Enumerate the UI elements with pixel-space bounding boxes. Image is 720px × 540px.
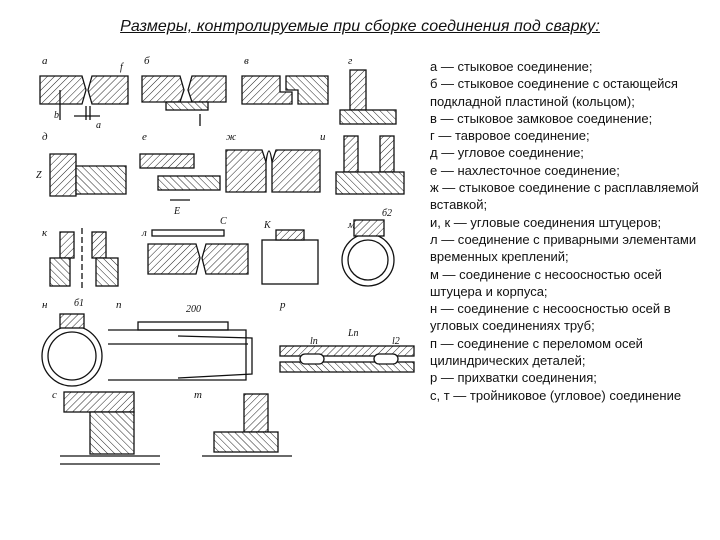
panel-s-figure [60,391,160,465]
panel-label-v: в [244,55,249,67]
panel-n-figure [41,313,103,387]
dim-b: b [54,110,59,121]
panel-i-figure [335,135,405,195]
legend-item-n: н — соединение с несоосностью осей в угл… [430,301,671,334]
panel-k-figure [49,228,119,290]
panel-label-n: н [42,299,48,311]
dim-lp: Lп [347,328,359,339]
dim-e: E [173,206,180,217]
dim-b2: б2 [382,208,392,219]
dim-a: a [96,120,101,131]
panel-b-figure [141,75,227,126]
panel-g-figure [339,69,397,125]
legend-item-m: м — соединение с несоосностью осей штуце… [430,266,662,299]
legend-item-zh: ж — стыковое соединение с расплавляемой … [430,180,699,213]
legend-item-g: г — тавровое соединение; [430,128,590,144]
panel-m-figure [341,219,395,287]
panel-label-zh: ж [226,131,237,143]
panel-label-p: п [116,299,122,311]
panel-v-figure [241,75,329,105]
legend-item-l: л — соединение с приварными элементами в… [430,231,697,265]
page-title: Размеры, контролируемые при сборке соеди… [120,18,600,35]
dim-lp2: lп [310,336,318,347]
panel-label-t: т [194,389,202,401]
panel-e-figure [139,153,221,201]
weld-joints-drawing: а б в г д е ж и к л м н п р с т b a f Z … [36,55,415,465]
panel-k2-figure [261,229,319,285]
legend-item-r: р — прихватки соединения; [430,370,597,386]
dim-l2: l2 [392,336,400,347]
legend-item-a: а — стыковое соединение; [430,59,593,74]
panel-a-figure [39,75,129,120]
panel-label-d: д [42,131,48,143]
legend-item-i-k: и, к — угловые соединения штуцеров; [430,214,662,230]
panel-label-r: р [279,299,286,311]
legend-list: а — стыковое соединение; б — стыковое со… [430,58,716,404]
panel-label-e: е [142,131,147,143]
panel-label-s: с [52,389,57,401]
panel-label-k: к [42,227,48,239]
panel-t-figure [202,393,292,457]
panel-d-figure [49,153,127,197]
panel-label-b: б [144,55,150,67]
dim-200: 200 [186,304,201,315]
legend-item-d: д — угловое соединение; [430,145,584,161]
panel-label-m: м [347,219,355,231]
legend-item-v: в — стыковое замковое соединение; [430,110,653,126]
dim-f: f [120,62,124,73]
legend-item-b: б — стыковое соединение с остающейся под… [430,76,678,109]
panel-label-g: г [348,55,353,67]
panel-l-figure [147,229,249,275]
panel-label-i: и [320,131,326,143]
dim-c: C [220,216,227,227]
legend-item-p: п — соединение с переломом осей цилиндри… [430,335,643,369]
legend-item-e: е — нахлесточное соединение; [430,162,620,178]
legend-item-s-t: с, т — тройниковое (угловое) соединение [430,387,682,403]
dim-z: Z [36,170,42,181]
panel-p-figure [108,321,253,381]
dim-b1: б1 [74,298,84,309]
panel-r-figure [279,345,415,373]
dim-k: K [263,220,272,231]
panel-label-a: а [42,55,48,67]
panel-zh-figure [225,149,321,193]
panel-label-l: л [141,227,147,239]
